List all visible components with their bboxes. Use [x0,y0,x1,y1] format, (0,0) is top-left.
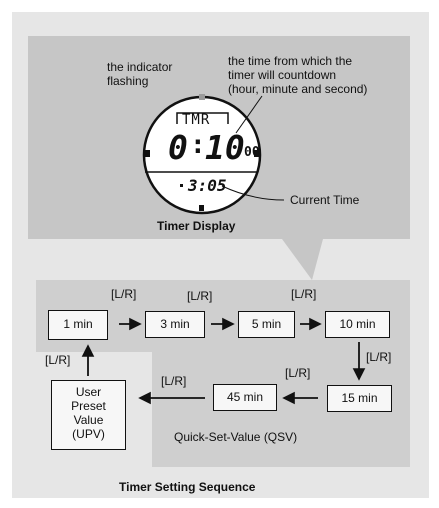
timer-hours: 0 [168,128,188,167]
lr-label-1: [L/R] [111,287,137,301]
qsv-label: Quick-Set-Value (QSV) [174,430,298,444]
upv-line2: Preset [71,399,106,413]
timer-minutes: 10 [205,128,245,167]
current-time-value: 3:05 [188,176,227,195]
countdown-annotation-line1: the time from which the [228,54,353,68]
sequence-title: Timer Setting Sequence [119,480,256,494]
step-3-min: 3 min [145,311,205,338]
lr-label-5: [L/R] [285,366,311,380]
lr-label-2: [L/R] [187,289,213,303]
countdown-annotation-line3: (hour, minute and second) [228,82,368,96]
upv-line4: (UPV) [72,427,105,441]
step-15-min: 15 min [327,385,392,412]
timer-colon: : [190,130,206,160]
step-5-min: 5 min [238,311,295,338]
timer-seconds: 00 [244,145,260,160]
countdown-annotation-line2: timer will countdown [228,68,337,82]
upv-box: User Preset Value (UPV) [51,380,126,450]
lr-label-3: [L/R] [291,287,317,301]
lr-label-4: [L/R] [366,350,392,364]
upv-line1: User [75,385,102,399]
lr-label-7: [L/R] [45,353,71,367]
timer-display-title: Timer Display [157,219,236,233]
indicator-annotation-line2: flashing [107,74,149,88]
mode-label: TMR [182,112,211,128]
step-10-min: 10 min [325,311,390,338]
step-1-min: 1 min [48,310,108,340]
lr-label-6: [L/R] [161,374,187,388]
current-time-annotation: Current Time [290,193,360,207]
upv-line3: Value [73,413,104,427]
step-45-min: 45 min [213,384,277,411]
indicator-annotation-line1: the indicator [107,60,173,74]
